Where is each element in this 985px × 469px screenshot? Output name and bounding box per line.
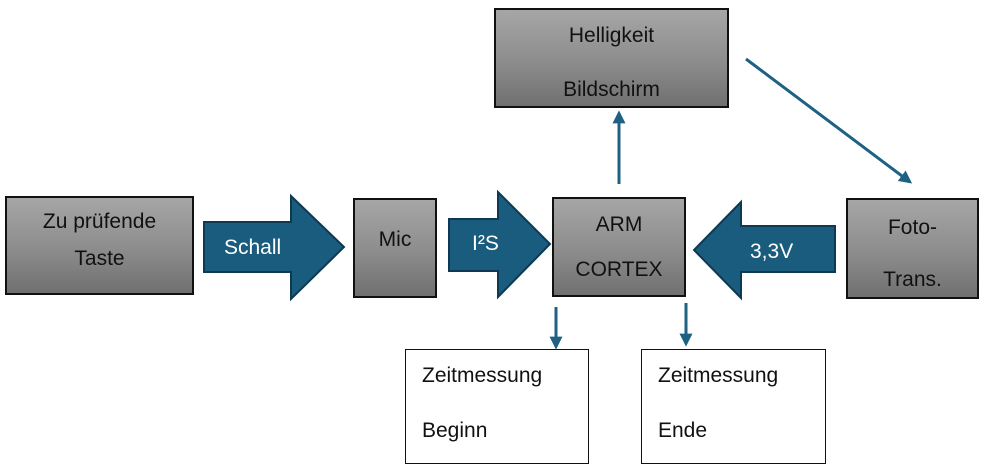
block-arrow-schall [203,193,346,302]
node-zu-pruefende-taste: Zu prüfende Taste [5,196,194,295]
block-arrow-i2s [448,189,552,300]
block-arrow-3-3v [692,199,836,301]
node-label-line1: Zeitmessung [658,364,779,387]
node-label-line1: Helligkeit [568,24,655,47]
node-foto-trans: Foto- Trans. [846,198,979,299]
node-label: Mic [378,228,412,251]
node-label-line2: Bildschirm [563,78,660,101]
node-label-line2: Beginn [422,419,488,442]
node-label-line2: Taste [74,247,125,270]
block-arrow-schall-label: Schall [224,236,282,259]
node-label-line1: ARM [595,213,643,236]
node-label-line1: Zeitmessung [422,364,543,387]
connector-helligkeit-to-foto [745,57,913,184]
node-mic: Mic [353,198,437,298]
node-label-line1: Zu prüfende [42,210,157,233]
node-label-line2: CORTEX [575,258,663,281]
node-label-line2: Ende [658,419,708,442]
node-zeitmessung-beginn: Zeitmessung Beginn [405,349,589,464]
node-label-line2: Trans. [883,268,942,291]
node-helligkeit-bildschirm: Helligkeit Bildschirm [494,8,729,108]
block-arrow-3-3v-label: 3,3V [750,240,794,263]
node-arm-cortex: ARM CORTEX [552,197,686,297]
node-label-line1: Foto- [887,216,937,239]
block-arrow-i2s-label: I²S [472,232,499,255]
node-zeitmessung-ende: Zeitmessung Ende [641,349,826,464]
